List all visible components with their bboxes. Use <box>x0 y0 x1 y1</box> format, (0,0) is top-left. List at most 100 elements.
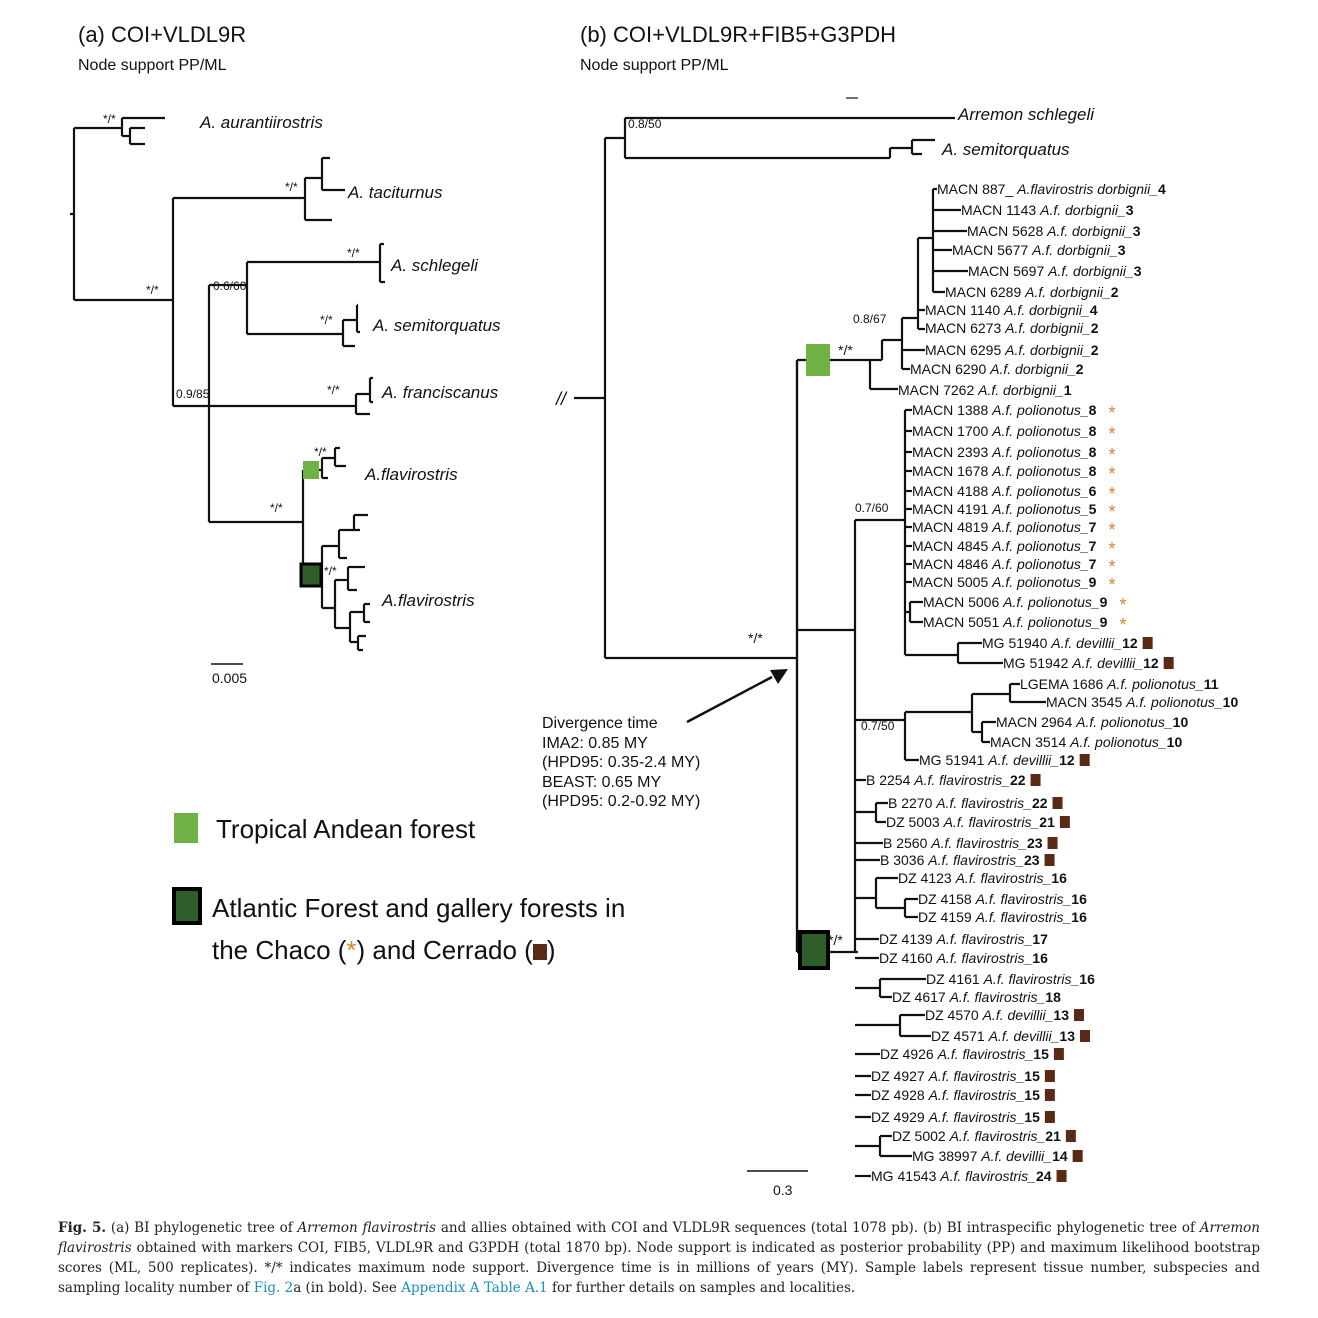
caption-text: obtained with markers COI, FIB5, VLDL9R … <box>58 1240 1260 1296</box>
leaf-label: DZ 4617 A.f. flavirostris_18 <box>892 989 1061 1005</box>
leaf-label: MACN 5677 A.f. dorbignii_3 <box>952 242 1126 258</box>
leaf-label: MACN 4846 A.f. polionotus_7 <box>912 556 1097 572</box>
caption-species: Arremon flavirostris <box>58 1220 1260 1256</box>
leaf-label: MACN 2964 A.f. polionotus_10 <box>996 714 1188 730</box>
leaf-label: DZ 4929 A.f. flavirostris_15 <box>871 1109 1040 1125</box>
node-support: */* <box>324 564 337 578</box>
branch <box>905 682 1046 732</box>
chaco-star-icon: * <box>1108 403 1115 423</box>
branch-break-mark: // <box>554 389 568 409</box>
branch <box>797 520 857 952</box>
branch <box>855 937 879 960</box>
leaf-label: MACN 6273 A.f. dorbignii_2 <box>925 320 1099 336</box>
panel-a-andean-node-marker <box>303 461 319 479</box>
leaf-label: MACN 1678 A.f. polionotus_8 <box>912 463 1097 479</box>
leaf-label: MG 41543 A.f. flavirostris_24 <box>871 1168 1052 1184</box>
cerrado-square-icon <box>1030 774 1041 786</box>
panel-a-taxon: A. franciscanus <box>381 383 499 402</box>
leaf-label: MG 51940 A.f. devillii_12 <box>982 635 1138 651</box>
node-support: */* <box>314 445 327 459</box>
leaf-label: MACN 887_ A.flavirostris dorbignii_4 <box>937 181 1166 197</box>
leaf-label: DZ 4571 A.f. devillii_13 <box>931 1028 1075 1044</box>
panel-a-taxon: A. aurantiirostris <box>199 113 323 132</box>
node-support: */* <box>828 932 843 948</box>
chaco-star-icon: * <box>1108 484 1115 504</box>
panel-b-outgroup: A. semitorquatus <box>941 140 1070 159</box>
divergence-time-note: Divergence time IMA2: 0.85 MY (HPD95: 0.… <box>542 714 700 812</box>
leaf-label: MACN 1140 A.f. dorbignii_4 <box>925 302 1098 318</box>
leaf-label: MACN 3514 A.f. polionotus_10 <box>990 734 1182 750</box>
leaf-label: MACN 5697 A.f. dorbignii_3 <box>968 263 1142 279</box>
chaco-star-icon: * <box>1108 575 1115 595</box>
caption-text: for further details on samples and local… <box>547 1280 856 1296</box>
caption-text: a (in bold). See <box>293 1280 402 1296</box>
leaf-label: DZ 4158 A.f. flavirostris_16 <box>918 891 1087 907</box>
panel-a-taxon: A. taciturnus <box>347 183 443 202</box>
caption-text: (a) BI phylogenetic tree of <box>106 1220 298 1236</box>
branch <box>855 410 907 655</box>
cerrado-square-icon <box>1073 1009 1084 1021</box>
legend-text: ) and Cerrado ( <box>356 935 533 965</box>
leaf-label: DZ 4161 A.f. flavirostris_16 <box>926 971 1095 987</box>
node-support: */* <box>347 246 360 260</box>
chaco-star-icon: * <box>1119 615 1126 635</box>
cerrado-square-icon <box>1079 754 1090 766</box>
panel-b-outgroup: Arremon schlegeli <box>957 105 1095 124</box>
leaf-label: DZ 4926 A.f. flavirostris_15 <box>880 1046 1049 1062</box>
node-support: */* <box>320 313 333 327</box>
cerrado-square-icon <box>1053 1048 1064 1060</box>
legend-andean-label: Tropical Andean forest <box>216 814 476 844</box>
leaf-label: DZ 4160 A.f. flavirostris_16 <box>879 950 1048 966</box>
leaf-label: MACN 5005 A.f. polionotus_9 <box>912 574 1097 590</box>
legend-dark-swatch <box>172 887 202 925</box>
panel-a-taxon: A.flavirostris <box>381 591 475 610</box>
cerrado-square-icon <box>1052 797 1063 809</box>
caption-fig-link[interactable]: Fig. 2 <box>253 1280 294 1296</box>
node-support: 0.6/60 <box>213 279 247 293</box>
node-support: */* <box>103 112 116 126</box>
chaco-star-icon: * <box>1108 445 1115 465</box>
leaf-label: DZ 4570 A.f. devillii_13 <box>925 1007 1069 1023</box>
cerrado-square-icon <box>1065 1130 1076 1142</box>
chaco-star-icon: * <box>1108 464 1115 484</box>
branch <box>855 801 888 824</box>
leaf-label: DZ 4159 A.f. flavirostris_16 <box>918 909 1087 925</box>
leaf-label: B 2254 A.f. flavirostris_22 <box>866 772 1026 788</box>
leaf-label: MG 51942 A.f. devillii_12 <box>1003 655 1159 671</box>
leaf-label: MACN 5006 A.f. polionotus_9 <box>923 594 1108 610</box>
panel-b-atlantic-node-marker <box>798 930 830 970</box>
leaf-label: DZ 5002 A.f. flavirostris_21 <box>892 1128 1061 1144</box>
cerrado-square-icon <box>1079 1030 1090 1042</box>
leaf-label: MACN 6295 A.f. dorbignii_2 <box>925 342 1099 358</box>
legend-atlantic-label-2: the Chaco (*) and Cerrado () <box>212 929 556 971</box>
leaf-label: MACN 2393 A.f. polionotus_8 <box>912 444 1097 460</box>
leaf-label: DZ 4928 A.f. flavirostris_15 <box>871 1087 1040 1103</box>
leaf-label: MACN 1700 A.f. polionotus_8 <box>912 423 1097 439</box>
node-support: */* <box>327 383 340 397</box>
panel-a-taxon: A. schlegeli <box>390 256 479 275</box>
branch <box>868 340 898 391</box>
cerrado-square-icon <box>1142 637 1153 649</box>
cerrado-square-icon <box>532 944 547 960</box>
leaf-label: MACN 3545 A.f. polionotus_10 <box>1046 694 1238 710</box>
leaf-label: B 3036 A.f. flavirostris_23 <box>880 852 1040 868</box>
leaf-label: MACN 7262 A.f. dorbignii_1 <box>898 382 1072 398</box>
chaco-star-icon: * <box>1108 539 1115 559</box>
node-support: */* <box>270 501 283 515</box>
chaco-star-icon: * <box>346 935 357 965</box>
leaf-label: DZ 4139 A.f. flavirostris_17 <box>879 931 1048 947</box>
leaf-label: MG 38997 A.f. devillii_14 <box>912 1148 1068 1164</box>
leaf-label: MACN 1143 A.f. dorbignii_3 <box>961 202 1134 218</box>
leaf-label: MACN 5628 A.f. dorbignii_3 <box>967 223 1141 239</box>
branch <box>855 876 918 919</box>
chaco-star-icon: * <box>1108 502 1115 522</box>
caption-appendix-link[interactable]: Appendix A Table A.1 <box>401 1280 548 1296</box>
divergence-line: BEAST: 0.65 MY <box>542 773 662 791</box>
chaco-star-icon: * <box>1108 424 1115 444</box>
leaf-label: MG 51941 A.f. devillii_12 <box>919 752 1075 768</box>
leaf-label: DZ 4123 A.f. flavirostris_16 <box>898 870 1067 886</box>
divergence-line: (HPD95: 0.35-2.4 MY) <box>542 754 701 771</box>
cerrado-square-icon <box>1044 854 1055 866</box>
panel-b-dynamic-branches <box>795 187 1046 1178</box>
node-support: 0.7/60 <box>855 501 889 515</box>
